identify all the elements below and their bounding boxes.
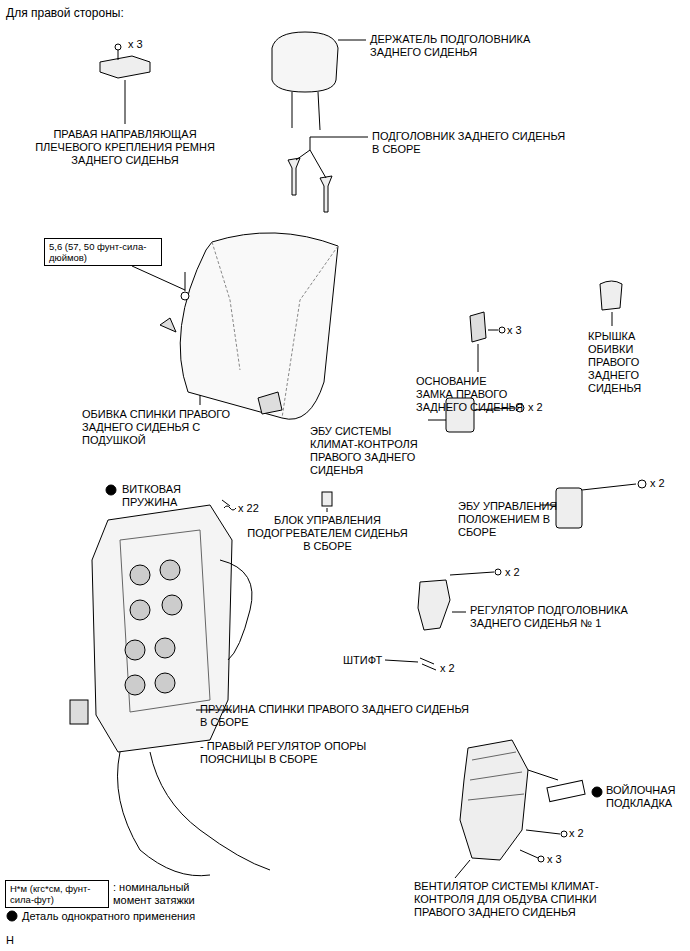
part-name: ВЕНТИЛЯТОР СИСТЕМЫ КЛИМАТ-КОНТРОЛЯ ДЛЯ О… — [414, 880, 604, 919]
part-name: - ПРАВЫЙ РЕГУЛЯТОР ОПОРЫ ПОЯСНИЦЫ В СБОР… — [200, 740, 410, 766]
quantity: x 2 — [505, 566, 520, 579]
part-name: ЭБУ СИСТЕМЫ КЛИМАТ-КОНТРОЛЯ ПРАВОГО ЗАДН… — [310, 425, 435, 477]
part-name: ПОДГОЛОВНИК ЗАДНЕГО СИДЕНЬЯ В СБОРЕ — [372, 130, 572, 156]
part-name: ОСНОВАНИЕ ЗАМКА ПРАВОГО ЗАДНЕГО СИДЕНЬЯ — [416, 375, 526, 414]
part-name: ДЕРЖАТЕЛЬ ПОДГОЛОВНИКА ЗАДНЕГО СИДЕНЬЯ — [370, 33, 560, 59]
figure-code: H — [6, 934, 14, 947]
leader-line — [132, 266, 185, 290]
part-name: РЕГУЛЯТОР ПОДГОЛОВНИКА ЗАДНЕГО СИДЕНЬЯ №… — [470, 604, 640, 630]
torque-box: Н*м (кгс*см, фунт-сила-фут) — [5, 880, 109, 908]
part-name: БЛОК УПРАВЛЕНИЯ ПОДОГРЕВАТЕЛЕМ СИДЕНЬЯ В… — [245, 514, 410, 553]
quantity: x 3 — [507, 324, 522, 337]
part-name: ВОЙЛОЧНАЯ ПОДКЛАДКА — [606, 784, 690, 810]
quantity: x 2 — [650, 477, 665, 490]
quantity: x 2 — [528, 401, 543, 414]
torque-box: 5,6 (57, 50 фунт-сила-дюймов) — [44, 238, 162, 266]
quantity: ШТИФТ — [343, 654, 382, 667]
quantity: x 3 — [128, 38, 143, 51]
part-name: ОБИВКА СПИНКИ ПРАВОГО ЗАДНЕГО СИДЕНЬЯ С … — [82, 408, 242, 447]
box-text: Н*м (кгс*см, фунт-сила-фут) — [10, 883, 104, 905]
legend-text: Деталь однократного применения — [22, 910, 262, 923]
part-name: ВИТКОВАЯ ПРУЖИНА — [122, 483, 212, 509]
quantity: x 2 — [569, 827, 584, 840]
box-text: 5,6 (57, 50 фунт-сила-дюймов) — [49, 241, 157, 263]
quantity: x 3 — [547, 853, 562, 866]
part-name: ЭБУ УПРАВЛЕНИЯ ПОЛОЖЕНИЕМ В СБОРЕ — [458, 500, 566, 539]
quantity: x 2 — [440, 662, 455, 675]
legend-text: : номинальный момент затяжки — [113, 881, 223, 907]
quantity: x 22 — [238, 502, 259, 515]
part-name: КРЫШКА ОБИВКИ ПРАВОГО ЗАДНЕГО СИДЕНЬЯ — [588, 330, 668, 395]
part-name: ПРАВАЯ НАПРАВЛЯЮЩАЯ ПЛЕЧЕВОГО КРЕПЛЕНИЯ … — [20, 128, 230, 167]
diagram-title: Для правой стороны: — [6, 6, 124, 20]
part-name: ПРУЖИНА СПИНКИ ПРАВОГО ЗАДНЕГО СИДЕНЬЯ В… — [200, 703, 475, 729]
